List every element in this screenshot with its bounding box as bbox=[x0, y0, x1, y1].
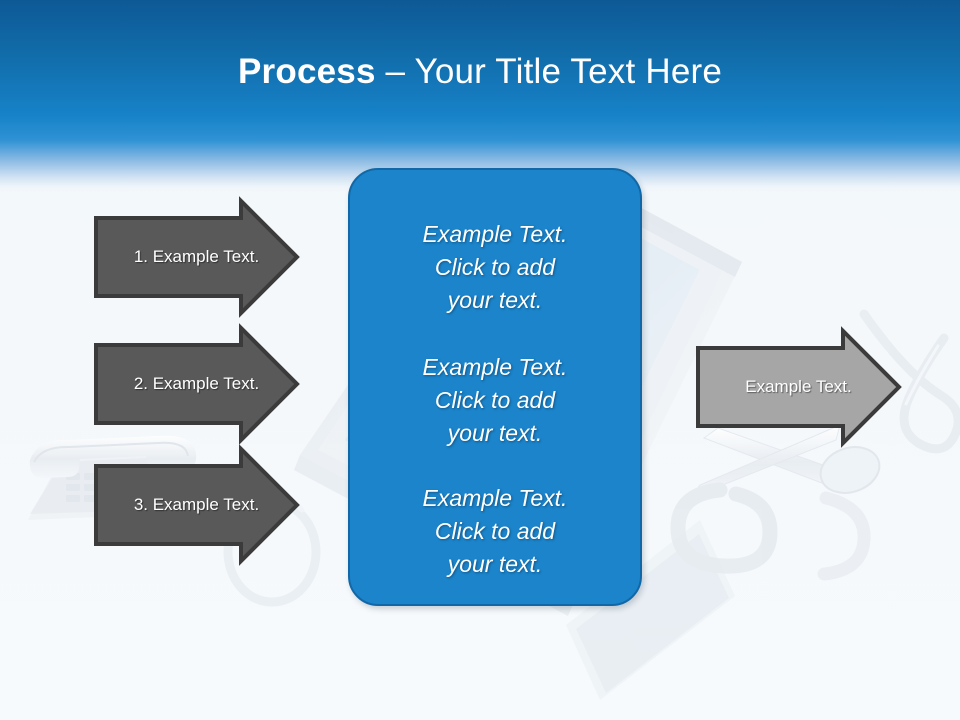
output-arrow-1[interactable]: Example Text. bbox=[695, 326, 902, 448]
bg-scissors-icon bbox=[670, 424, 881, 581]
input-arrow-2[interactable]: 2. Example Text. bbox=[93, 323, 300, 445]
process-panel[interactable]: Example Text. Click to add your text. Ex… bbox=[348, 168, 642, 606]
page-title-strong: Process bbox=[238, 52, 376, 91]
page-title: Process – Your Title Text Here bbox=[0, 50, 960, 94]
header-gradient-band bbox=[0, 0, 960, 192]
process-panel-text-1: Example Text. Click to add your text. bbox=[422, 221, 568, 313]
process-panel-text-3: Example Text. Click to add your text. bbox=[422, 485, 568, 577]
input-arrow-3[interactable]: 3. Example Text. bbox=[93, 444, 300, 566]
page-title-light: Your Title Text Here bbox=[414, 52, 722, 91]
process-panel-text-2: Example Text. Click to add your text. bbox=[422, 354, 568, 446]
input-arrow-1[interactable]: 1. Example Text. bbox=[93, 196, 300, 318]
page-title-separator: – bbox=[375, 52, 415, 91]
bg-paperclip-icon bbox=[859, 309, 960, 454]
